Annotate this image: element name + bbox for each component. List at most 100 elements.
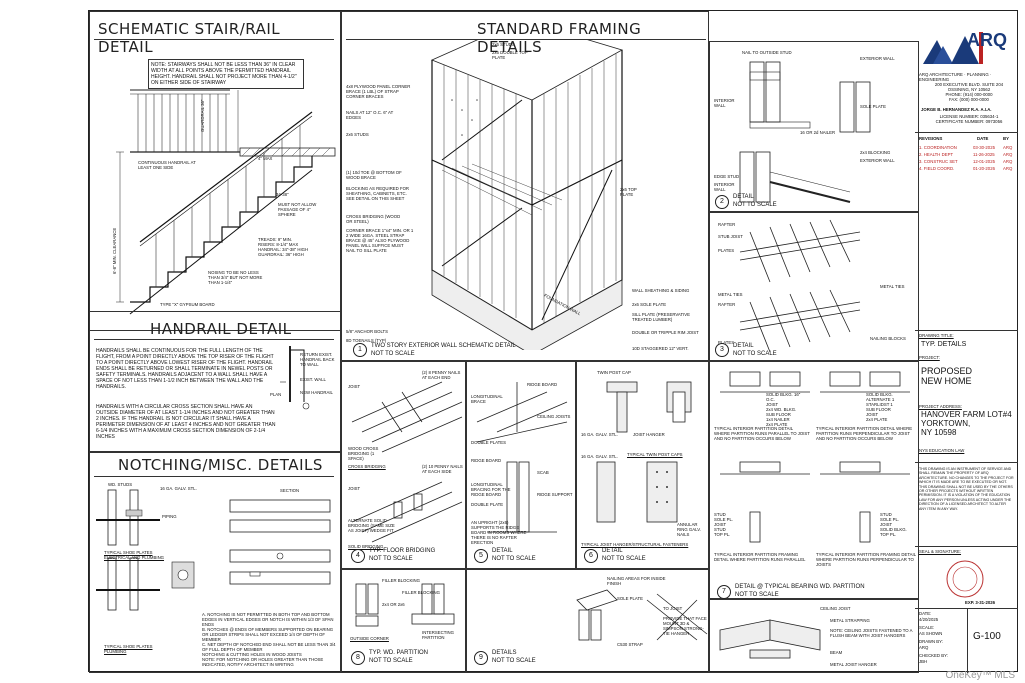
hanger-label-2: 16 GA. GALV. STL. (581, 432, 618, 437)
corner-label-4: 16 OR 2d NAILER (800, 130, 836, 135)
sphere-label: MUST NOT ALLOW PASSAGE OF 4" SPHERE (278, 202, 317, 217)
rev-head-by: BY (1003, 136, 1009, 141)
caption-num-9: 9 (474, 651, 488, 665)
ceiling-label-3: BEAM (830, 650, 843, 655)
bridging-label-6: ALTERNATE SOLID BRIDGING (SAME SIZE AS J… (348, 518, 395, 533)
rafter-label-2: PLATES (718, 248, 735, 253)
drawn-label: DRAWN BY: (919, 639, 943, 644)
revisions-section: REVISIONS DATE BY 1. COORDINATION 03-30-… (915, 132, 1018, 176)
caption-num-5: 5 (474, 549, 488, 563)
detail8-label-2: FILLER BLOCKING (402, 590, 440, 595)
framing-right-6: DOUBLE OR TRIPPLE RIM JOIST (632, 330, 699, 335)
handrail-label-return: RETURN EXIST. HANDRAIL BACK TO WALL (300, 352, 335, 367)
rev-0-by: ARQ (1003, 145, 1013, 150)
guardrail-label: GUARDRAIL 36" (200, 99, 205, 132)
framing-left-6: CORNER BRACE 1"x4" MIN. OR 1 2 WIDE 16GA… (346, 228, 414, 253)
address-section: HANOVER FARM LOT#4 YORKTOWN, NY 10598 NY… (915, 410, 1018, 464)
edu-section: THIS DRAWING IS AN INSTRUMENT OF SERVICE… (915, 462, 1018, 546)
firm-logo-icon (923, 32, 983, 64)
handrail-plan-drawing (280, 346, 310, 410)
framing-right-0: 2x6 STUDS (492, 42, 515, 47)
caption-1: TWO STORY EXTERIOR WALL SCHEMATIC DETAIL (371, 343, 516, 349)
corner-label-0: NAIL TO OUTSIDE STUD (742, 50, 792, 55)
framing-left-3: (1) 10d TOE @ BOTTOM OF WOOD BRACE (346, 170, 402, 180)
framing-left-7: 5/8" ANCHOR BOLTS (346, 329, 389, 334)
edu-label: NYS EDUCATION LAW (919, 448, 965, 453)
seal-label: SEAL & SIGNATURE: (919, 549, 962, 554)
detail8-label-4: INTERSECTING PARTITION (422, 630, 454, 640)
caption-num-4: 4 (351, 549, 365, 563)
rev-0-name: 1. COORDINATION (919, 145, 957, 150)
partition-labels-1: SOLID BLKG. ALTERNATE 1 STARLIDST 1 SUB … (866, 392, 895, 422)
partition-labels-0: SOLID BLKG. 16" O.C. JOIST 2x4 WD. BLKG.… (766, 392, 801, 427)
framing-left-5: CROSS BRIDGING (WOOD OR STEEL) (346, 214, 401, 224)
notching-notes: A. NOTCHING IS NOT PERMITTED IN BOTH TOP… (202, 612, 336, 667)
drawing-title: TYP. DETAILS (921, 341, 967, 348)
caption-5: DETAIL (492, 548, 513, 554)
partition-labels-3: STUD SOLE PL. JOIST SOLID BLKG. TOP PL. (880, 512, 907, 537)
bridging-drawing (351, 381, 463, 543)
caption-num-3: 3 (715, 343, 729, 357)
framing-left-1: NAILS AT 12" O.C. 6" AT EDGES (346, 110, 394, 120)
rafter-label-5: RAFTER (718, 302, 736, 307)
detail3-panel: RAFTER STUB JOIST PLATES METAL TIES META… (709, 211, 919, 361)
notching-drawings (96, 489, 331, 611)
mls-watermark: OneKey™ MLS (945, 670, 1015, 681)
bridging-label-7: SOLID BRIDGING (348, 544, 384, 549)
hanger-label-5: ANNULAR RING GALV. NAILS (677, 522, 701, 537)
rafter-label-4: METAL TIES (718, 292, 743, 297)
seal-exp: EXP. 3-31-2026 (965, 600, 996, 605)
handrail-title: HANDRAIL DETAIL (150, 320, 292, 338)
ridge-label-4: RIDGE BOARD (471, 458, 502, 463)
rev-2-date: 12-01-2025 (973, 159, 995, 164)
caption-7-sub: NOT TO SCALE (735, 592, 779, 598)
rev-1-by: ARQ (1003, 152, 1013, 157)
hangers-drawing (596, 381, 692, 523)
drawn-value: ARQ (919, 645, 929, 650)
ridge-label-7: DOUBLE PLATE (471, 502, 504, 507)
caption-2: DETAIL (733, 194, 754, 200)
handrail-text-2: HANDRAILS WITH A CIRCULAR CROSS SECTION … (96, 404, 276, 440)
partition-labels-2: STUD SOLE PL. JOIST STUD TOP PL. (714, 512, 734, 537)
corner-label-6: EXTERIOR WALL (860, 158, 895, 163)
treads-label: TREADS: 9" MIN. RISERS: 8-1/4" MAX HANDR… (258, 237, 309, 257)
edu-text: THIS DRAWING IS AN INSTRUMENT OF SERVICE… (919, 467, 1014, 511)
rev-1-date: 11-26-2025 (973, 152, 995, 157)
nosing-label: NOSING TO BE NO LESS THAN 3/4" BUT NOT M… (208, 270, 263, 285)
ridge-label-0: LONGITUDINAL BRACE (471, 394, 503, 404)
railht-label: 34-38" (276, 192, 289, 197)
caption-1-sub: NOT TO SCALE (371, 351, 415, 357)
caption-9-sub: NOT TO SCALE (492, 658, 536, 664)
hanger-label-6: TYPICAL JOIST HANGER/STRUCTURAL FASTENER… (581, 542, 689, 547)
title-block: ARQ ARQ ARCHITECTURE · PLANNING · ENGINE… (915, 10, 1018, 673)
project-section: PROPOSED NEW HOME PROJECT ADDRESS: (915, 366, 1018, 414)
partition-text-1: TYPICAL INTERIOR PARTITION DETAIL WHERE … (816, 426, 913, 441)
date-label: DATE: (919, 611, 932, 616)
stair-panel: SCHEMATIC STAIR/RAIL DETAIL NOTE: STAIRW… (89, 11, 341, 331)
framing-left-0: 4x8 PLYWOOD PANEL CORNER BRACE (1 LBL) O… (346, 84, 411, 99)
bridging-label-2: WOOD CROSS BRIDGING (1 SPACE) (348, 446, 379, 461)
detail5-panel: LONGITUDINAL BRACE RIDGE BOARD CEILING J… (466, 361, 576, 569)
headroom-label: 6'-8" MIN. CLEARANCE (112, 227, 117, 274)
info-section: DATE: 4/20/2025 SCALE: AS SHOWN DRAWN BY… (915, 608, 1018, 673)
rafter-label-3: METAL TIES (880, 284, 905, 289)
caption-6-sub: NOT TO SCALE (602, 556, 646, 562)
rev-head-date: DATE (977, 136, 989, 141)
detail8-label-3: OUTSIDE CORNER (350, 636, 389, 641)
piping-label: PIPING (162, 514, 177, 519)
stair-drawing (116, 89, 336, 315)
detail9-label-0: NAILING AREAS FOR INSIDE FINISH (607, 576, 666, 586)
partition-drawing (720, 371, 910, 543)
framing-right-7: 10D STAGGERED 12" VERT. (632, 346, 689, 351)
detail6-panel: TWIN POST CAP JOIST HANGER 16 GA. GALV. … (576, 361, 709, 569)
scale-value: AS SHOWN (919, 631, 943, 636)
project-address: HANOVER FARM LOT#4 YORKTOWN, NY 10598 (921, 410, 1012, 437)
detail2-panel: NAIL TO OUTSIDE STUD EXTERIOR WALL INTER… (709, 41, 919, 213)
caption-9: DETAILS (492, 650, 517, 656)
plumb-caption: TYPICAL SHOE PLATES PLUMBING (104, 644, 153, 654)
ceiling-label-1: METAL STRAPPING (830, 618, 870, 623)
caption-num-8: 8 (351, 651, 365, 665)
detail9-drawing (576, 589, 708, 641)
framing-left-4: BLOCKING AS REQUIRED FOR SHEATHING, CABI… (346, 186, 410, 201)
framing-drawing (430, 40, 624, 350)
